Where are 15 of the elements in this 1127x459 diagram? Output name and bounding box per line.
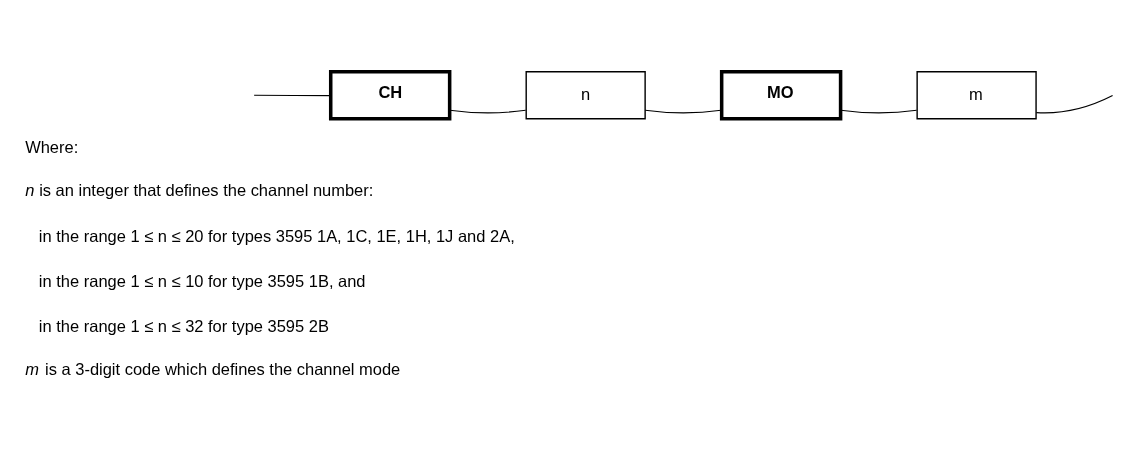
node-box: m xyxy=(916,71,1037,120)
node-box: CH xyxy=(328,69,452,121)
label: m is a 3-digit code which defines the channel mode xyxy=(25,360,401,379)
node-box: n xyxy=(525,71,646,120)
label: n is an integer that defines the channel number: xyxy=(25,181,374,200)
label: in the range 1 ≤ n ≤ 32 for type 3595 2B xyxy=(38,316,329,335)
connector xyxy=(840,109,918,114)
connector xyxy=(644,109,722,114)
label: Where: xyxy=(25,137,79,156)
connector xyxy=(253,94,332,97)
label: in the range 1 ≤ n ≤ 20 for types 3595 1A, 1C, 1E, 1H, 1J and 2A, xyxy=(38,227,515,246)
connector xyxy=(1035,94,1114,114)
label: in the range 1 ≤ n ≤ 10 for type 3595 1B, and xyxy=(38,271,366,290)
connector xyxy=(449,109,527,114)
node-box: MO xyxy=(719,69,843,121)
